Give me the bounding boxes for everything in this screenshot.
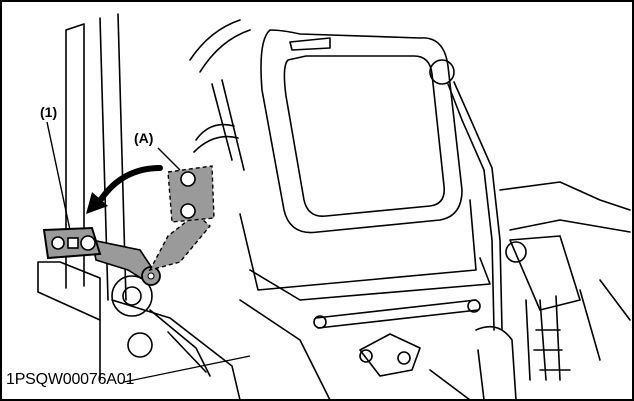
seat-frame-top xyxy=(189,19,251,171)
right-box xyxy=(509,235,581,311)
lever-slot xyxy=(67,237,79,249)
lever-knob xyxy=(429,59,455,85)
right-pipes xyxy=(525,279,631,381)
lower-hinge-bolt xyxy=(359,349,373,363)
seat-base-lower xyxy=(249,257,491,301)
lower-pivot-2 xyxy=(127,332,153,358)
lever-shaft xyxy=(447,81,503,331)
rail-end-left xyxy=(313,315,327,329)
alternate-position xyxy=(148,165,215,272)
lower-arm xyxy=(149,309,211,377)
lower-floor xyxy=(239,299,471,401)
lower-hinge xyxy=(359,333,421,377)
figure-code: 1PSQW00076A01 xyxy=(6,371,135,388)
callout-A-label: (A) xyxy=(134,130,154,146)
arrow-head xyxy=(86,192,108,214)
direction-arrow xyxy=(86,165,163,214)
rail-end-right xyxy=(467,299,481,313)
lower-bracket xyxy=(111,299,241,401)
lever-bolt-2 xyxy=(80,235,96,251)
lever-boot xyxy=(475,325,517,401)
seat-rail xyxy=(315,299,479,329)
right-panel xyxy=(499,181,631,233)
seat-back-tab xyxy=(289,37,331,51)
right-clips xyxy=(533,329,571,371)
arrow-curve xyxy=(95,165,163,207)
seat-base xyxy=(239,199,477,291)
lower-pivot-outer xyxy=(111,275,153,317)
leader-line-A xyxy=(157,147,181,171)
lever-pivot-center xyxy=(147,272,155,280)
alt-bolt-2 xyxy=(180,203,196,219)
alt-bolt-1 xyxy=(180,171,196,187)
alt-bracket-dashed xyxy=(167,165,215,223)
lower-hinge-bolt-2 xyxy=(397,351,411,365)
lower-housing xyxy=(37,261,101,381)
lever-bolt-1 xyxy=(51,236,65,250)
hose xyxy=(193,123,239,153)
lower-pivot-inner xyxy=(122,286,142,306)
right-knob xyxy=(505,241,527,263)
seat-back-panel xyxy=(283,55,446,217)
leader-line-1 xyxy=(46,121,71,231)
seat-lever-assembly xyxy=(42,226,161,286)
callout-1-label: (1) xyxy=(40,104,58,120)
alt-arm-dashed xyxy=(148,213,211,272)
leader-line-code xyxy=(123,355,251,383)
seat-back xyxy=(260,29,463,234)
